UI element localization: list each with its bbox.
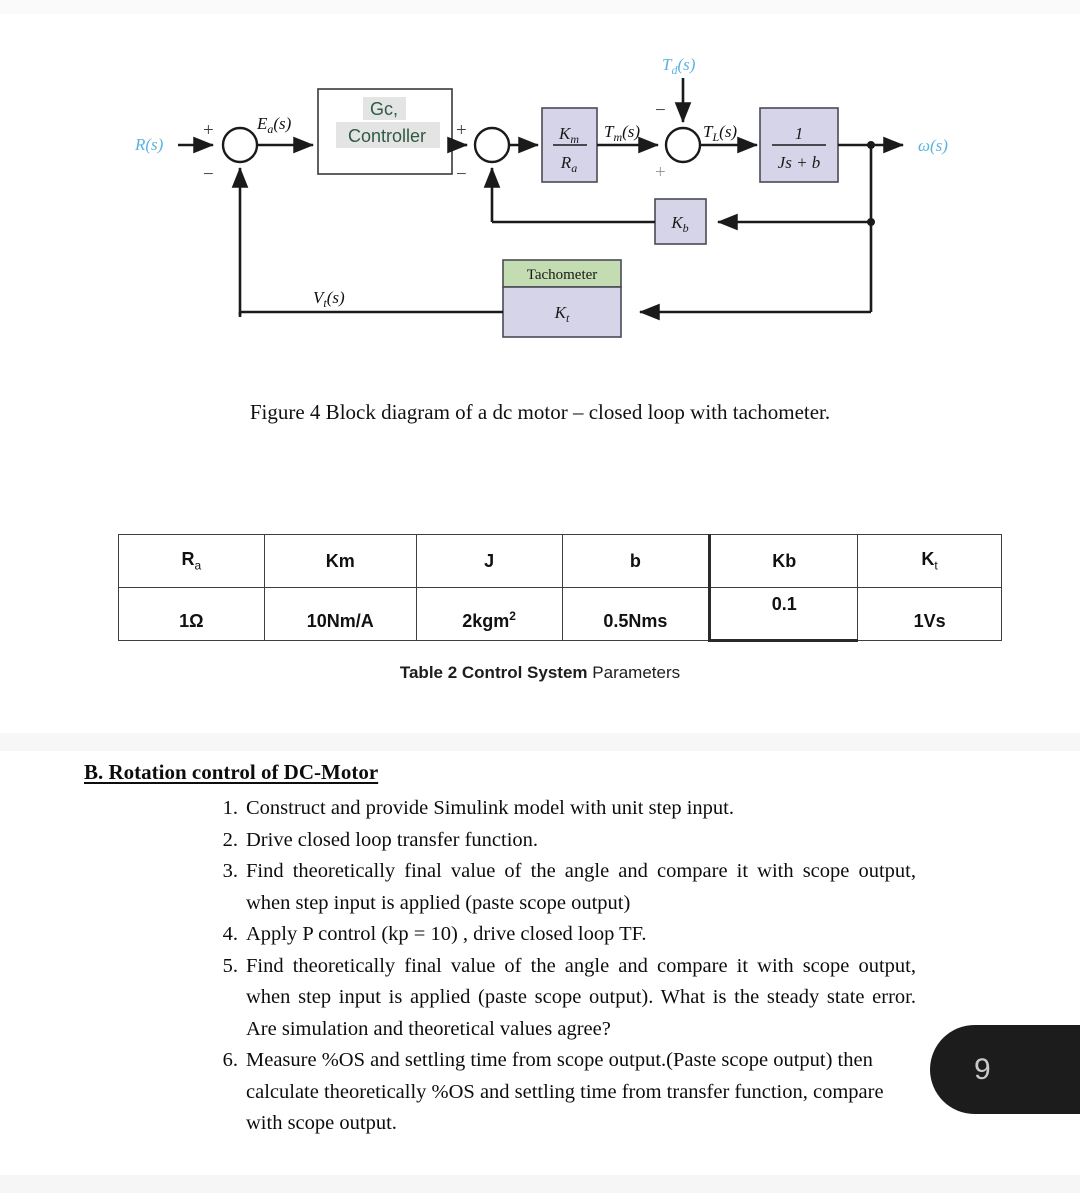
- task-list: 1. Construct and provide Simulink model w…: [212, 793, 916, 1140]
- sum2-plus-sign: +: [456, 120, 467, 141]
- sum3-minus-sign: −: [655, 100, 666, 121]
- table-header-row: Ra Km J b Kb Kt: [118, 534, 1002, 588]
- back-emf-block: [654, 198, 707, 245]
- figure-caption: Figure 4 Block diagram of a dc motor – c…: [249, 400, 831, 424]
- plant-numerator: 1: [795, 124, 804, 143]
- value-j-sup: 2: [509, 609, 516, 623]
- km-numerator: Km: [558, 124, 579, 146]
- header-km-text: Km: [325, 550, 355, 571]
- tachometer-header: [502, 259, 622, 288]
- load-torque-label: TL(s): [703, 122, 737, 144]
- list-item-number: 5.: [222, 954, 238, 977]
- list-item: 1. Construct and provide Simulink model w…: [212, 793, 916, 825]
- section-heading: B. Rotation control of DC-Motor: [84, 760, 379, 784]
- value-b-text: 0.5Nms: [603, 611, 668, 631]
- header-j-text: J: [484, 550, 495, 571]
- header-cell-km: Km: [263, 534, 417, 588]
- list-item: 3. Find theoretically final value of the …: [212, 856, 916, 919]
- table-caption-bold: Table 2 Control System: [399, 663, 588, 682]
- page-number-badge: 9: [930, 1025, 1080, 1114]
- value-cell-kt: 1Vs: [857, 587, 1002, 641]
- plant-denominator: Js + b: [778, 153, 821, 172]
- list-item-text: Drive closed loop transfer function.: [246, 828, 539, 851]
- summing-junction-3: [664, 126, 702, 164]
- tach-voltage-label: Vt(s): [313, 288, 345, 310]
- value-km-text: 10Nm/A: [306, 611, 374, 631]
- header-cell-kb: Kb: [708, 534, 859, 588]
- controller-line2-highlight: [336, 122, 440, 148]
- bottom-margin-band: [0, 1175, 1080, 1193]
- list-item-text: Find theoretically final value of the an…: [246, 954, 916, 1040]
- summing-junction-1: [221, 126, 259, 164]
- section-divider-band: [0, 733, 1080, 751]
- controller-label-line2: Controller: [348, 126, 426, 146]
- list-item-text: Apply P control (kp = 10) , drive closed…: [246, 923, 647, 945]
- value-cell-km: 10Nm/A: [263, 587, 417, 641]
- header-b-text: b: [629, 550, 641, 571]
- header-ra-sub: a: [194, 558, 202, 573]
- value-kt-text: 1Vs: [913, 611, 946, 631]
- lower-section-panel: [8, 751, 1072, 1175]
- sum3-plus-sign: +: [655, 162, 666, 183]
- header-cell-b: b: [561, 534, 711, 588]
- list-item-number: 3.: [222, 860, 238, 882]
- header-kt-sub: t: [934, 558, 938, 573]
- sum1-plus-sign: +: [203, 120, 214, 141]
- page-number-text: 9: [974, 1052, 991, 1086]
- parameters-table: Ra Km J b Kb Kt 1Ω: [118, 534, 1002, 642]
- input-signal-label: R(s): [134, 135, 164, 154]
- list-item-number: 6.: [222, 1049, 238, 1071]
- list-item: 4. Apply P control (kp = 10) , drive clos…: [212, 919, 916, 951]
- value-cell-kb: 0.1: [708, 587, 859, 642]
- block-diagram-figure: R(s) + − Ea(s) Gc, Controller +: [0, 40, 1080, 360]
- list-item-number: 4.: [222, 923, 238, 945]
- value-j-text: 2kgm: [462, 611, 510, 631]
- error-signal-label: Ea(s): [256, 114, 292, 136]
- summing-junction-2: [473, 126, 511, 164]
- table-caption-light: Parameters: [587, 663, 681, 682]
- list-item-number: 1.: [222, 797, 238, 819]
- value-kb-text: 0.1: [771, 594, 797, 614]
- motor-torque-label: Tm(s): [604, 122, 640, 144]
- kb-label: Kb: [670, 213, 688, 235]
- controller-label-line1: Gc,: [370, 99, 398, 119]
- header-ra-text: R: [181, 549, 195, 570]
- table-value-row: 1Ω 10Nm/A 2kgm2 0.5Nms 0.1 1Vs: [118, 587, 1002, 642]
- list-item: 5. Find theoretically final value of the …: [212, 951, 916, 1046]
- controller-line1-highlight: [363, 97, 406, 120]
- list-item-text: Find theoretically final value of the an…: [246, 860, 916, 914]
- header-cell-ra: Ra: [118, 534, 265, 588]
- output-signal-label: ω(s): [918, 136, 948, 155]
- sum2-minus-sign: −: [456, 164, 467, 185]
- header-kt-text: K: [921, 549, 935, 570]
- value-cell-b: 0.5Nms: [561, 587, 711, 641]
- header-cell-kt: Kt: [857, 534, 1002, 588]
- disturbance-signal-label: Td(s): [662, 55, 696, 77]
- list-item: 6. Measure %OS and settling time from sco…: [212, 1045, 916, 1140]
- list-item-number: 2.: [222, 828, 238, 851]
- value-cell-j: 2kgm2: [415, 587, 563, 641]
- tachometer-title: Tachometer: [527, 267, 598, 283]
- list-item-text: Measure %OS and settling time from scope…: [246, 1049, 884, 1134]
- value-cell-ra: 1Ω: [118, 587, 265, 641]
- sum1-minus-sign: −: [203, 164, 214, 185]
- tachometer-gain-block: [502, 286, 622, 338]
- value-ra-text: 1Ω: [179, 611, 204, 631]
- km-denominator: Ra: [560, 153, 577, 175]
- table-caption: Table 2 Control System Parameters: [0, 663, 1080, 683]
- header-kb-text: Kb: [772, 550, 797, 571]
- kt-label: Kt: [554, 303, 570, 325]
- header-cell-j: J: [415, 534, 563, 588]
- top-margin-band: [0, 0, 1080, 14]
- list-item-text: Construct and provide Simulink model wit…: [246, 797, 734, 819]
- list-item: 2. Drive closed loop transfer function.: [212, 825, 916, 857]
